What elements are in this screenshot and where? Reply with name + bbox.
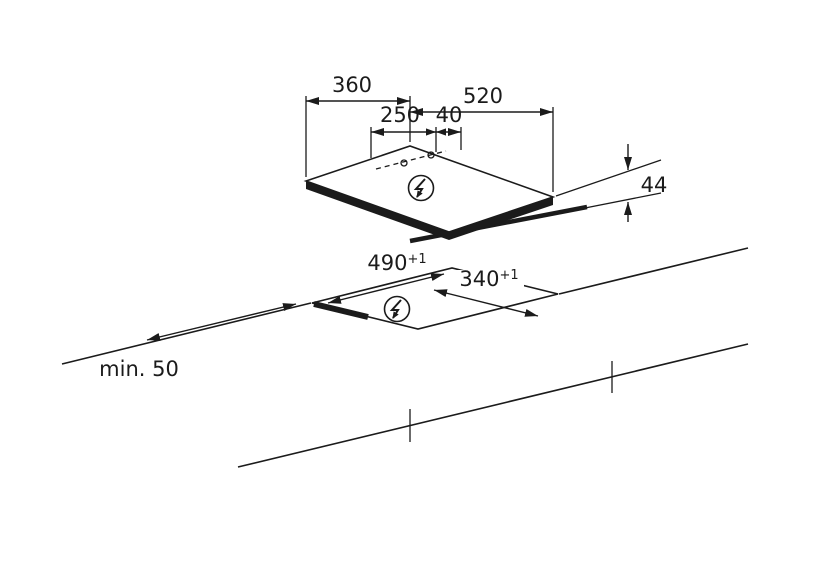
min-clearance-label: min. 50 xyxy=(99,357,179,381)
connection-box-hidden-edge xyxy=(375,150,447,170)
hob-front-right-edge xyxy=(449,197,553,240)
worktop-front-edge xyxy=(237,343,749,468)
dimension-520-label: 520 xyxy=(463,84,503,108)
connection-circle xyxy=(407,174,435,202)
label-mask xyxy=(456,270,524,289)
min-clearance-dimension: min. 50 xyxy=(99,303,297,381)
cutout-dimensions: 490+1 340+1 xyxy=(327,251,539,317)
hob-front-left-edge xyxy=(306,181,449,240)
connection-point-1 xyxy=(400,159,408,167)
dimension-340-arrow xyxy=(433,289,539,317)
dimension-360-label: 360 xyxy=(332,73,372,97)
hob-dimensions: 360 520 250 40 xyxy=(305,73,554,192)
dimension-490-label: 490+1 xyxy=(367,251,426,275)
lightning-bolt-icon xyxy=(389,299,402,319)
dimension-44-label: 44 xyxy=(641,173,668,197)
hob xyxy=(303,145,556,240)
connection-point-2 xyxy=(427,151,435,159)
height-dimension: 44 xyxy=(555,144,668,222)
dimension-490-arrow xyxy=(327,273,445,304)
cutout-front-left-edge xyxy=(313,301,369,320)
chained-arrowhead-left xyxy=(436,128,446,136)
dimension-250-label: 250 xyxy=(380,103,420,127)
dimension-340-label: 340+1 xyxy=(459,267,518,291)
hob-top-reference-line xyxy=(555,159,662,197)
electrical-connection-icon-hob xyxy=(407,174,435,202)
lightning-bolt-icon xyxy=(413,178,426,198)
min-clearance-arrow xyxy=(146,303,297,341)
chained-arrowhead-right xyxy=(426,128,436,136)
worktop-back-edge-right xyxy=(558,247,749,295)
dimension-40-label: 40 xyxy=(436,103,463,127)
hob-bottom-reference-line xyxy=(584,192,662,209)
